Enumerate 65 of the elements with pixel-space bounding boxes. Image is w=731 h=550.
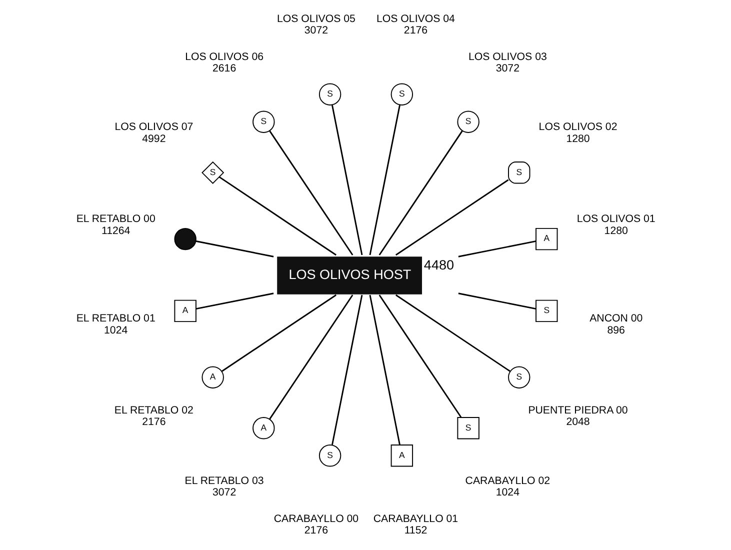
node-label: PUENTE PIEDRA 00 — [528, 404, 628, 417]
node-label: 2176 — [304, 524, 328, 537]
node-label: 3072 — [212, 486, 236, 499]
node-circle: A — [252, 417, 275, 440]
node-label: LOS OLIVOS 02 — [538, 121, 618, 134]
node-label: CARABAYLLO 00 — [274, 513, 359, 526]
node-box: A — [536, 228, 558, 250]
connector — [378, 130, 463, 256]
node-circle — [174, 228, 196, 250]
node-label: 3072 — [304, 24, 328, 36]
connector — [331, 105, 363, 256]
connector — [458, 240, 536, 258]
node-box: A — [174, 300, 196, 322]
node-circle: S — [252, 110, 275, 133]
node-label: 4992 — [142, 132, 166, 145]
connector — [222, 294, 336, 372]
node-circle: S — [390, 83, 414, 106]
node-label: 1152 — [404, 524, 428, 537]
connector — [369, 294, 400, 445]
connector — [458, 292, 536, 310]
node-circle: S — [318, 444, 342, 467]
node-label: CARABAYLLO 02 — [465, 474, 550, 487]
node-label: LOS OLIVOS 07 — [114, 121, 194, 134]
node-label: 896 — [607, 324, 625, 336]
node-label: CARABAYLLO 01 — [373, 513, 458, 526]
connector — [378, 294, 462, 418]
node-label: LOS OLIVOS 01 — [576, 213, 656, 226]
connector — [369, 105, 400, 256]
node-box: S — [536, 300, 558, 322]
node-label: EL RETABLO 02 — [114, 404, 194, 417]
node-label: 4480 — [424, 257, 454, 272]
node-label: ANCON 00 — [590, 312, 643, 325]
connector — [218, 176, 336, 256]
node-circle: S — [508, 366, 530, 388]
connector — [196, 240, 274, 258]
node-label: 2048 — [566, 416, 590, 428]
node-label: 1280 — [604, 224, 628, 237]
node-label: 1024 — [496, 486, 520, 499]
node-label: 3072 — [496, 62, 520, 74]
node-circle: S — [318, 83, 342, 106]
node-label: LOS OLIVOS 03 — [468, 50, 547, 63]
node-label: LOS OLIVOS 06 — [185, 50, 264, 63]
node-label: 2176 — [142, 416, 166, 428]
node-label: 1024 — [104, 324, 128, 336]
node-label: 11264 — [101, 224, 130, 237]
node-label: EL RETABLO 01 — [76, 312, 156, 325]
node-label: LOS OLIVOS 04 — [376, 12, 455, 25]
connector — [331, 294, 363, 445]
node-label: EL RETABLO 00 — [76, 213, 156, 226]
node-box: LOS OLIVOS HOST — [277, 256, 422, 294]
node-label: LOS OLIVOS 05 — [277, 12, 356, 25]
connector — [395, 179, 509, 256]
node-label: 2616 — [212, 62, 236, 74]
node-diamond: S — [202, 161, 224, 184]
connector — [196, 292, 274, 310]
node-circle: S — [457, 110, 480, 133]
connector — [269, 294, 354, 420]
node-label: 2176 — [404, 24, 428, 36]
node-label: EL RETABLO 03 — [184, 474, 264, 487]
connector — [395, 294, 510, 372]
node-circle: A — [202, 366, 224, 388]
node-label: 1280 — [566, 132, 590, 145]
node-box: S — [457, 417, 480, 440]
node-box: A — [390, 444, 414, 467]
connector — [269, 130, 354, 256]
